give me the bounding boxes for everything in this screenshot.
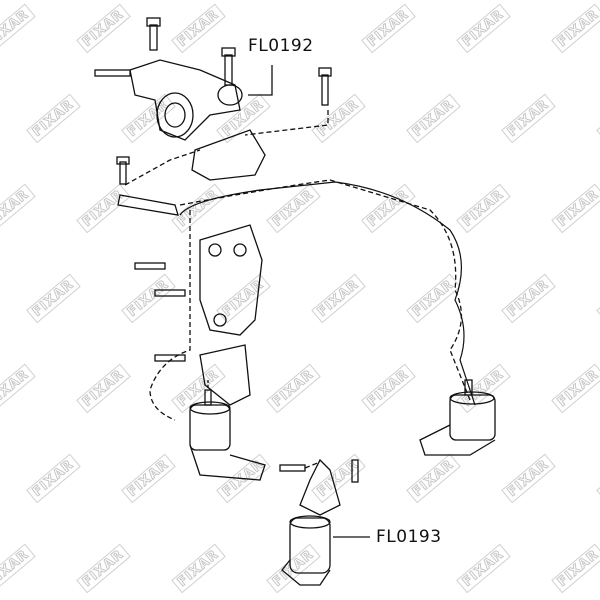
- bottom-bracket: [279, 458, 359, 516]
- left-mount: [189, 380, 266, 481]
- bottom-mount: [281, 515, 370, 586]
- top-mount: [94, 17, 273, 141]
- part-label-fl0192: FL0192: [248, 36, 314, 56]
- engine-outline: [149, 179, 471, 421]
- top-bracket: [191, 67, 332, 181]
- link-rod: [116, 149, 201, 216]
- right-mount: [419, 379, 496, 456]
- middle-bracket: [134, 224, 263, 406]
- part-label-fl0193: FL0193: [376, 527, 442, 547]
- engine-outline-solid: [179, 181, 476, 406]
